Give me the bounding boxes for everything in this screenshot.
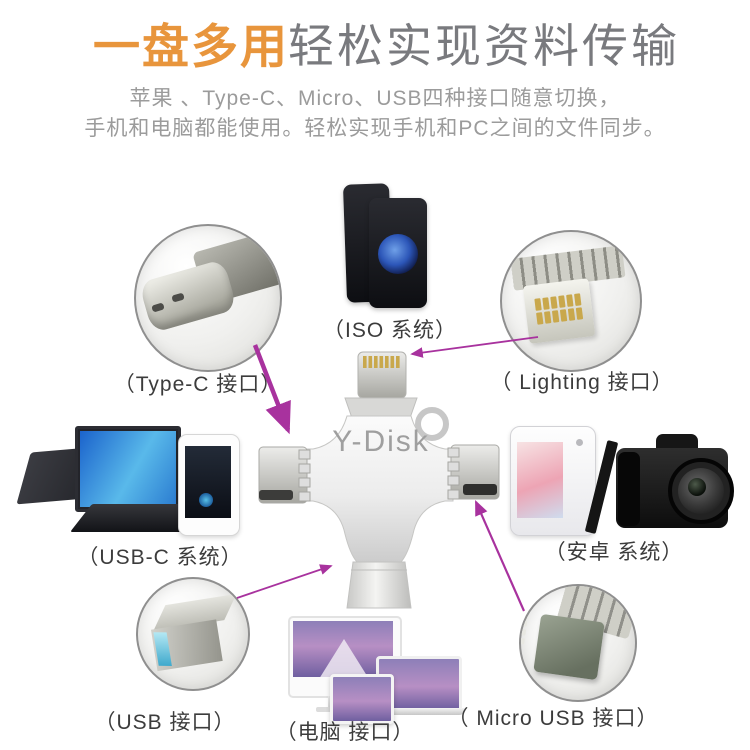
label-ios-system: （ISO 系统） <box>322 319 458 342</box>
product-lightning-connector <box>344 351 418 419</box>
white-phone-screen <box>185 446 231 518</box>
type-c-connector-image <box>134 224 282 372</box>
iphone-image <box>342 183 455 309</box>
windows-wallpaper <box>80 431 176 507</box>
page-subtitle: 苹果 、Type-C、Micro、USB四种接口随意切换， 手机和电脑都能使用。… <box>0 84 750 144</box>
lightning-plate <box>522 278 596 344</box>
computers-image <box>284 612 469 724</box>
camera-lens <box>668 458 734 524</box>
laptop-screen <box>75 426 181 512</box>
product-micro-usb-connector <box>447 444 500 500</box>
fuji-wallpaper <box>319 639 369 677</box>
label-android-system: （安卓 系统） <box>544 541 684 564</box>
y-disk-flash-drive: Y-Disk <box>258 351 500 609</box>
android-phone-camera-dot <box>576 439 583 446</box>
lightning-pins <box>534 293 584 325</box>
white-phone <box>178 434 240 536</box>
tablet <box>330 674 394 724</box>
iphone-front <box>369 198 427 308</box>
label-type-c-port: （Type-C 接口） <box>113 373 283 396</box>
page-title-highlight: 一盘多用 <box>93 20 289 73</box>
android-phone-screen <box>517 442 563 518</box>
product-brand: Y-Disk <box>332 425 430 458</box>
android-phone <box>510 426 596 536</box>
label-usb-c-system: （USB-C 系统） <box>77 546 243 569</box>
iphone-wallpaper <box>378 234 418 274</box>
micro-usb-plug <box>533 613 605 681</box>
label-computer-port: （电脑 接口） <box>275 721 415 744</box>
lightning-connector-image <box>500 230 642 372</box>
macbook-base <box>368 708 466 715</box>
subtitle-line-2: 手机和电脑都能使用。轻松实现手机和PC之间的文件同步。 <box>84 117 666 140</box>
micro-usb-connector-image <box>519 584 637 702</box>
subtitle-line-1: 苹果 、Type-C、Micro、USB四种接口随意切换， <box>129 87 621 110</box>
white-phone-glow <box>199 493 213 507</box>
usb-a-plug <box>148 593 241 672</box>
page-title: 轻松实现资料传输 <box>288 20 680 72</box>
label-lightning-port: （ Lighting 接口） <box>490 371 674 394</box>
android-camera-image <box>504 424 734 538</box>
micro-usb-contacts <box>521 619 528 627</box>
tablet-screen <box>333 677 391 721</box>
dslr-camera <box>616 434 734 532</box>
laptop-phone-image <box>16 420 243 538</box>
label-micro-usb-port: （ Micro USB 接口） <box>447 707 659 730</box>
type-c-plug <box>138 258 238 334</box>
usb-connector-image <box>136 577 250 691</box>
label-usb-port: （USB 接口） <box>94 711 236 734</box>
keyring-loop <box>415 407 449 441</box>
product-type-c-connector <box>258 446 311 504</box>
product-usb-connector <box>346 561 412 609</box>
camera-grip <box>618 452 640 526</box>
